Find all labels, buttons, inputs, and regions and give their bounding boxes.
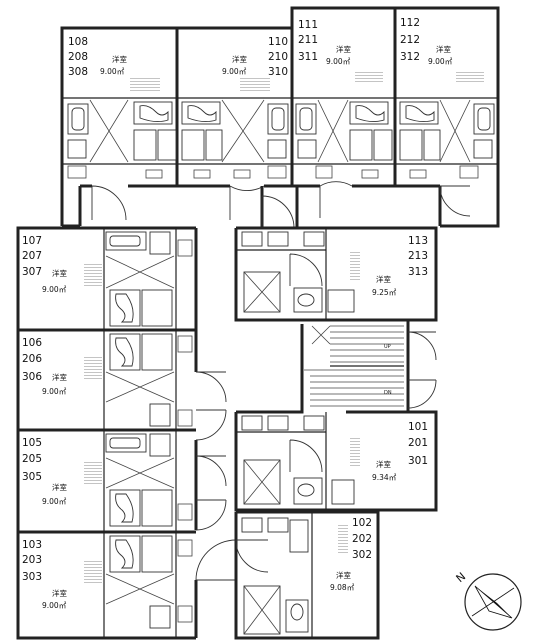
unit-112: 112 212 312 洋室 9.00㎡	[400, 17, 453, 66]
room-label: 洋室	[52, 482, 67, 492]
top-block	[60, 6, 500, 228]
unit-number: 110	[268, 36, 288, 48]
compass-ring	[464, 573, 522, 631]
unit-number: 105	[22, 437, 42, 449]
unit-113: 113 213 313 洋室 9.25㎡	[372, 235, 428, 297]
unit-103: 103 203 303 洋室 9.00㎡	[22, 539, 67, 610]
unit-number: 306	[22, 371, 42, 383]
unit-number: 210	[268, 51, 288, 63]
unit-number: 313	[408, 266, 428, 278]
unit-number: 101	[408, 421, 428, 433]
unit-number: 106	[22, 337, 42, 349]
unit-number: 302	[352, 549, 372, 561]
left-block	[16, 226, 237, 640]
unit-number: 205	[22, 453, 42, 465]
room-area: 9.00㎡	[428, 57, 453, 66]
room-area: 9.00㎡	[326, 57, 351, 66]
unit-108: 108 208 308 洋室 9.00㎡	[68, 36, 127, 78]
unit-107: 107 207 307 洋室 9.00㎡	[22, 235, 67, 294]
unit-101: 101 201 301 洋室 9.34㎡	[372, 421, 428, 482]
unit-number: 303	[22, 571, 42, 583]
unit-number: 107	[22, 235, 42, 247]
room-label: 洋室	[52, 588, 67, 598]
unit-number: 312	[400, 51, 420, 63]
unit-number: 203	[22, 554, 42, 566]
unit-number: 103	[22, 539, 42, 551]
unit-number: 301	[408, 455, 428, 467]
room-label: 洋室	[232, 54, 247, 64]
left-fixtures	[105, 231, 193, 629]
unit-number: 208	[68, 51, 88, 63]
room-area: 9.08㎡	[330, 583, 355, 592]
room-label: 洋室	[376, 459, 391, 469]
room-area: 9.00㎡	[100, 67, 125, 76]
unit-number: 307	[22, 266, 42, 278]
unit-number: 201	[408, 437, 428, 449]
room-label: 洋室	[336, 44, 351, 54]
room-label: 洋室	[52, 372, 67, 382]
room-area: 9.34㎡	[372, 473, 397, 482]
unit-number: 111	[298, 19, 318, 31]
compass: N	[454, 570, 522, 631]
room-area: 9.00㎡	[42, 601, 67, 610]
stair-up-label: UP	[384, 344, 391, 350]
unit-106: 106 206 306 洋室 9.00㎡	[22, 337, 67, 396]
unit-number: 206	[22, 353, 42, 365]
compass-north-label: N	[454, 570, 469, 585]
unit-number: 207	[22, 250, 42, 262]
unit-number: 213	[408, 250, 428, 262]
unit-number: 112	[400, 17, 420, 29]
unit-102: 102 202 302 洋室 9.08㎡	[330, 517, 372, 592]
unit-number: 310	[268, 66, 288, 78]
room-label: 洋室	[52, 268, 67, 278]
room-label: 洋室	[376, 274, 391, 284]
room-label: 洋室	[336, 570, 351, 580]
stairwell: UP DN	[236, 320, 437, 414]
unit-number: 308	[68, 66, 88, 78]
room-label: 洋室	[436, 44, 451, 54]
unit-number: 211	[298, 34, 318, 46]
unit-number: 113	[408, 235, 428, 247]
stair-down-label: DN	[384, 390, 392, 396]
unit-number: 108	[68, 36, 88, 48]
center-entry	[260, 186, 299, 229]
room-area: 9.00㎡	[42, 497, 67, 506]
unit-105: 105 205 305 洋室 9.00㎡	[22, 437, 67, 506]
north-arrow-icon	[471, 585, 515, 619]
unit-110: 110 210 310 洋室 9.00㎡	[222, 36, 288, 78]
unit-number: 102	[352, 517, 372, 529]
unit-number: 311	[298, 51, 318, 63]
room-label: 洋室	[112, 54, 127, 64]
unit-111: 111 211 311 洋室 9.00㎡	[298, 19, 351, 66]
unit-labels: 108 208 308 洋室 9.00㎡ 110 210 310 洋室 9.00…	[22, 17, 453, 610]
unit-number: 212	[400, 34, 420, 46]
unit-number: 202	[352, 533, 372, 545]
top-fixtures	[67, 99, 495, 179]
unit-number: 305	[22, 471, 42, 483]
room-area: 9.00㎡	[42, 387, 67, 396]
room-area: 9.00㎡	[222, 67, 247, 76]
right-block: UP DN	[234, 226, 438, 640]
room-area: 9.00㎡	[42, 285, 67, 294]
room-area: 9.25㎡	[372, 288, 397, 297]
